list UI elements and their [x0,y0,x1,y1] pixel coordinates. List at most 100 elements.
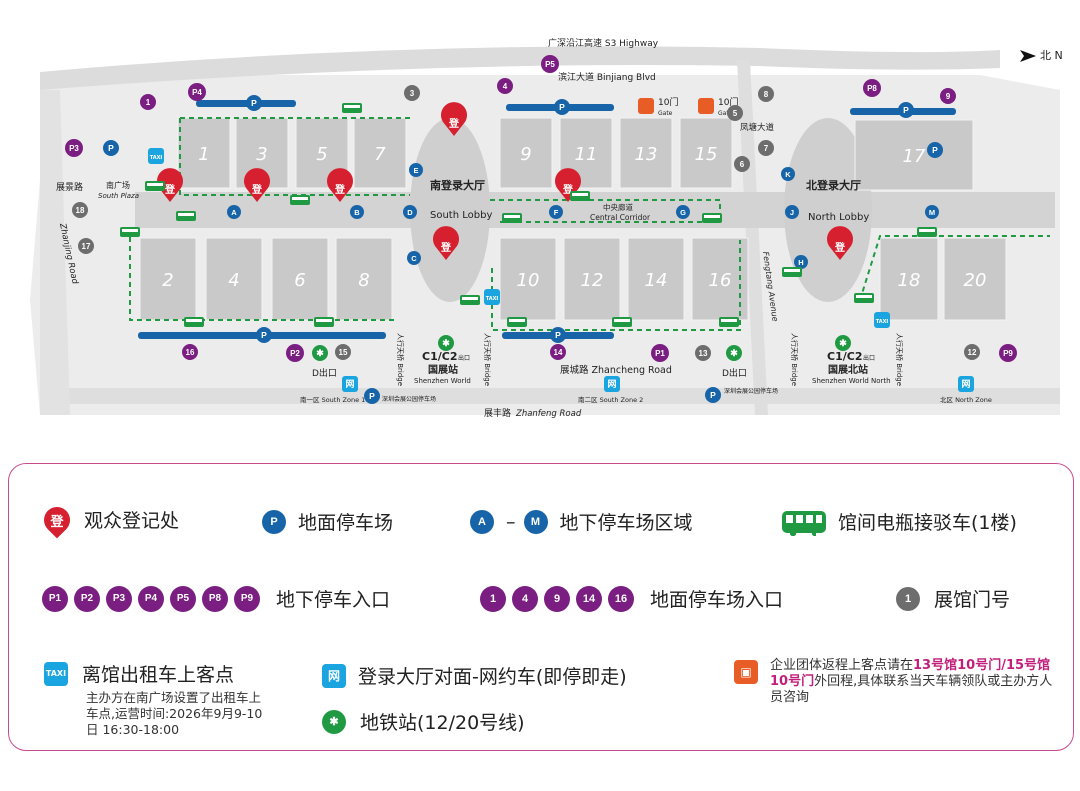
gate-number-icon [695,345,711,361]
hall-number: 11 [575,144,598,165]
registration-pin-icon: 登 [433,226,459,260]
gate-number-icon-label: 3 [410,89,415,98]
station-south-line: C1/C2 [422,350,457,363]
metro-icon [726,345,742,361]
bridge-label: 人行天桥 Bridge [790,333,799,386]
parking-p-icon [256,327,272,343]
underground-zone-icon-label: A [231,208,237,217]
hall-number: 15 [695,144,718,165]
shuttle-route [129,117,1050,331]
gate-number-icon-label: 14 [554,348,563,357]
parking-entry-icon [999,344,1017,362]
parking-entry-icon: P3 [106,585,132,612]
hall-block [943,237,1007,321]
metro-icon-label: ✱ [730,348,738,358]
parking-p-icon-label: P [555,330,561,340]
parking-entry-icon: P5 [170,585,196,612]
hall-number: 7 [374,144,386,165]
parking-p-icon-label: P [932,145,938,155]
zone-a-icon: A [470,509,494,534]
parking-entry-icon: P9 [234,585,260,612]
legend-underground-zone: A – M 地下停车场区域 [470,508,693,535]
gate-number-icon [964,344,980,360]
gate10-en: Gate [718,110,733,117]
hall-number: 1 [198,144,209,165]
underground-zone-icon [407,251,421,265]
bridge-label: 人行天桥 Bridge [483,333,492,386]
taxi-icon [148,148,164,164]
hall-number: 3 [256,144,267,165]
parking-p-icon [364,388,380,404]
road-label-zhanfeng-cn: 展丰路 [484,407,511,419]
parking-p-icon: P [262,509,286,534]
metro-icon-label: ✱ [442,338,450,348]
parking-entry-icon-label: P5 [545,60,555,69]
registration-pin-icon: 登 [244,168,270,202]
compass-arrow-icon [1020,50,1036,62]
station-north-exit: 出口 [863,354,875,362]
gate-number-icon-label: 5 [733,109,738,118]
parking-entry-icon-label: P1 [655,349,665,358]
hall-number: 4 [228,270,239,291]
parking-p-icon-label: P [559,102,565,112]
legend-underground-zone-label: 地下停车场区域 [559,512,693,534]
zone-north: 北区 North Zone [940,396,992,404]
north-lobby-en: North Lobby [808,212,869,223]
hall-number: 18 [898,270,921,291]
south-lobby-en: South Lobby [430,210,492,221]
ride-hail-icon [604,376,620,392]
compass-label: 北 N [1040,49,1063,62]
hall-block [335,237,393,321]
legend-ride-hail: 网 登录大厅对面-网约车(即停即走) [322,662,627,689]
ride-hail-icon-label: 网 [961,379,970,390]
hall-number: 2 [162,270,173,291]
road-label-zhanfeng-en: Zhanfeng Road [515,409,582,419]
underground-zone-icon-label: H [798,258,803,267]
highway-band [40,46,1000,90]
hall-block [691,237,749,321]
south-plaza-cn: 南广场 [106,180,130,190]
hall-number: 5 [316,144,327,165]
zone-south1: 南一区 South Zone 1 [300,395,365,404]
central-corridor [135,192,1055,228]
underground-zone-icon-label: F [554,208,559,217]
parking-p-icon-label: P [369,391,375,401]
road-zhanjing [40,90,70,415]
parking-p-icon [550,327,566,343]
north-lobby-cn: 北登录大厅 [806,178,861,192]
gate-number-icon-label: 16 [186,348,195,357]
gate-number-icon [758,140,774,156]
parking-entry-icon [188,83,206,101]
taxi-icon-label: TAXI [150,155,163,161]
metro-icon [835,335,851,351]
legend-ground-parking: P 地面停车场 [262,508,393,535]
gate-number-icon [335,344,351,360]
hall-block [499,237,557,321]
svg-text:登: 登 [448,117,460,130]
parking-entry-icon-label: P3 [69,144,79,153]
zone-parking-sw: 深圳会展公园停车场 [724,387,778,395]
hall-number: 17 [903,146,926,167]
parking-entry-icon [541,55,559,73]
hall-block [563,237,621,321]
underground-zone-icon [794,255,808,269]
ground-entry-icon: 14 [576,585,602,612]
group-bus-icon [698,98,714,114]
hall-block [139,237,197,321]
parking-entry-icon: P4 [138,585,164,612]
d-exit-label: D出口 [722,367,747,379]
underground-zone-icon [549,205,563,219]
legend-hall-gate: 1 展馆门号 [896,585,1010,612]
gate-number-icon [72,202,88,218]
station-north-cn: 国展北站 [828,363,868,376]
ride-hail-icon-label: 网 [345,379,354,390]
legend-registration-label: 观众登记处 [84,510,180,532]
metro-icon [438,335,454,351]
north-lobby-shape [784,118,872,302]
taxi-icon-label: TAXI [486,296,499,302]
metro-icon-label: ✱ [316,348,324,358]
